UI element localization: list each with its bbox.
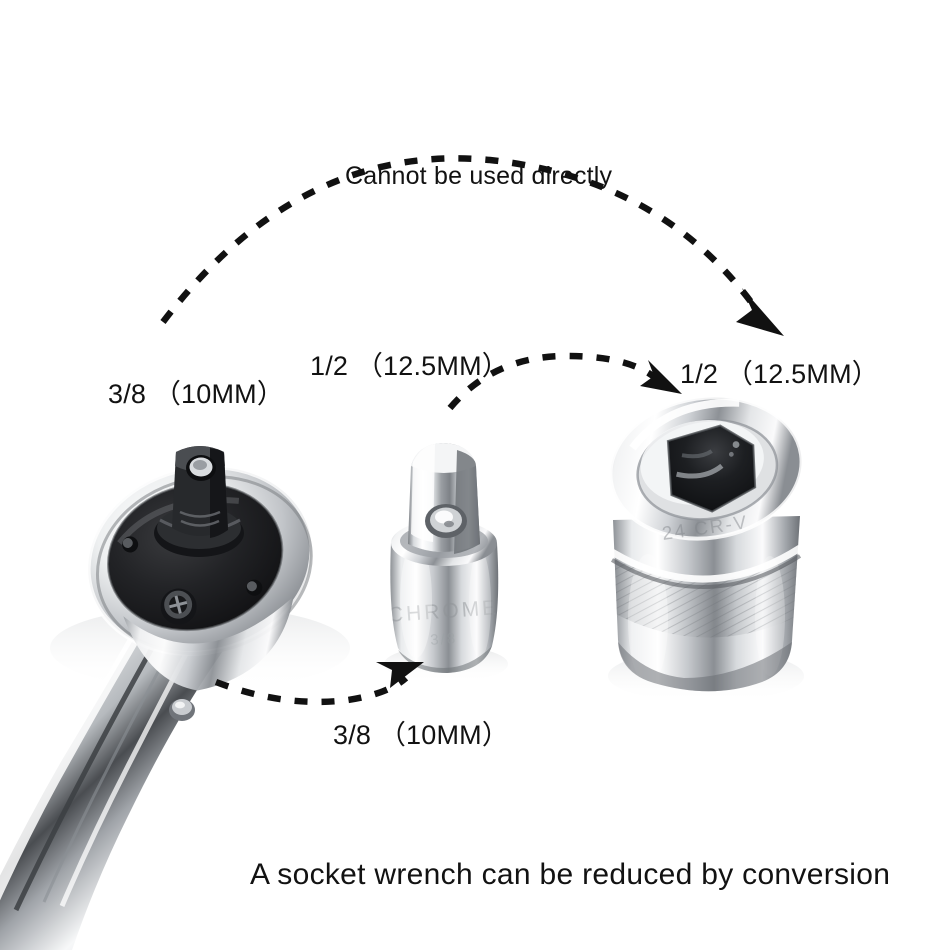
label-ratchet-drive-size: 3/8 （10MM）	[108, 379, 285, 409]
drive-adapter: CHROME 3/8	[390, 443, 499, 673]
ratchet-handle-highlight	[0, 609, 155, 901]
socket-seam	[610, 545, 802, 583]
adapter-square-drive	[408, 443, 480, 554]
adapter-drive-right-shade	[454, 450, 480, 554]
adapter-body	[390, 543, 499, 673]
socket-hex-opening-edge	[666, 424, 757, 513]
ratchet-square-drive	[154, 446, 244, 557]
label-cannot-be-used-directly: Cannot be used directly	[345, 162, 613, 190]
ratchet-pawl-screw	[160, 588, 197, 625]
socket-head	[608, 395, 804, 541]
caption-text: A socket wrench can be reduced by conver…	[250, 858, 891, 891]
socket-base-shade	[618, 642, 792, 692]
quick-release-button	[169, 699, 195, 721]
socket: 24 CR-V	[608, 395, 804, 692]
ratchet-wrench	[0, 446, 315, 950]
svg-text:3/8: 3/8	[430, 630, 458, 649]
ratchet-head-crescent	[123, 596, 294, 691]
label-socket-drive-size: 1/2 （12.5MM）	[680, 359, 879, 389]
label-adapter-output-size: 1/2 （12.5MM）	[310, 351, 509, 381]
label-adapter-input-size: 3/8 （10MM）	[333, 720, 510, 750]
socket-hex-opening	[667, 425, 756, 512]
